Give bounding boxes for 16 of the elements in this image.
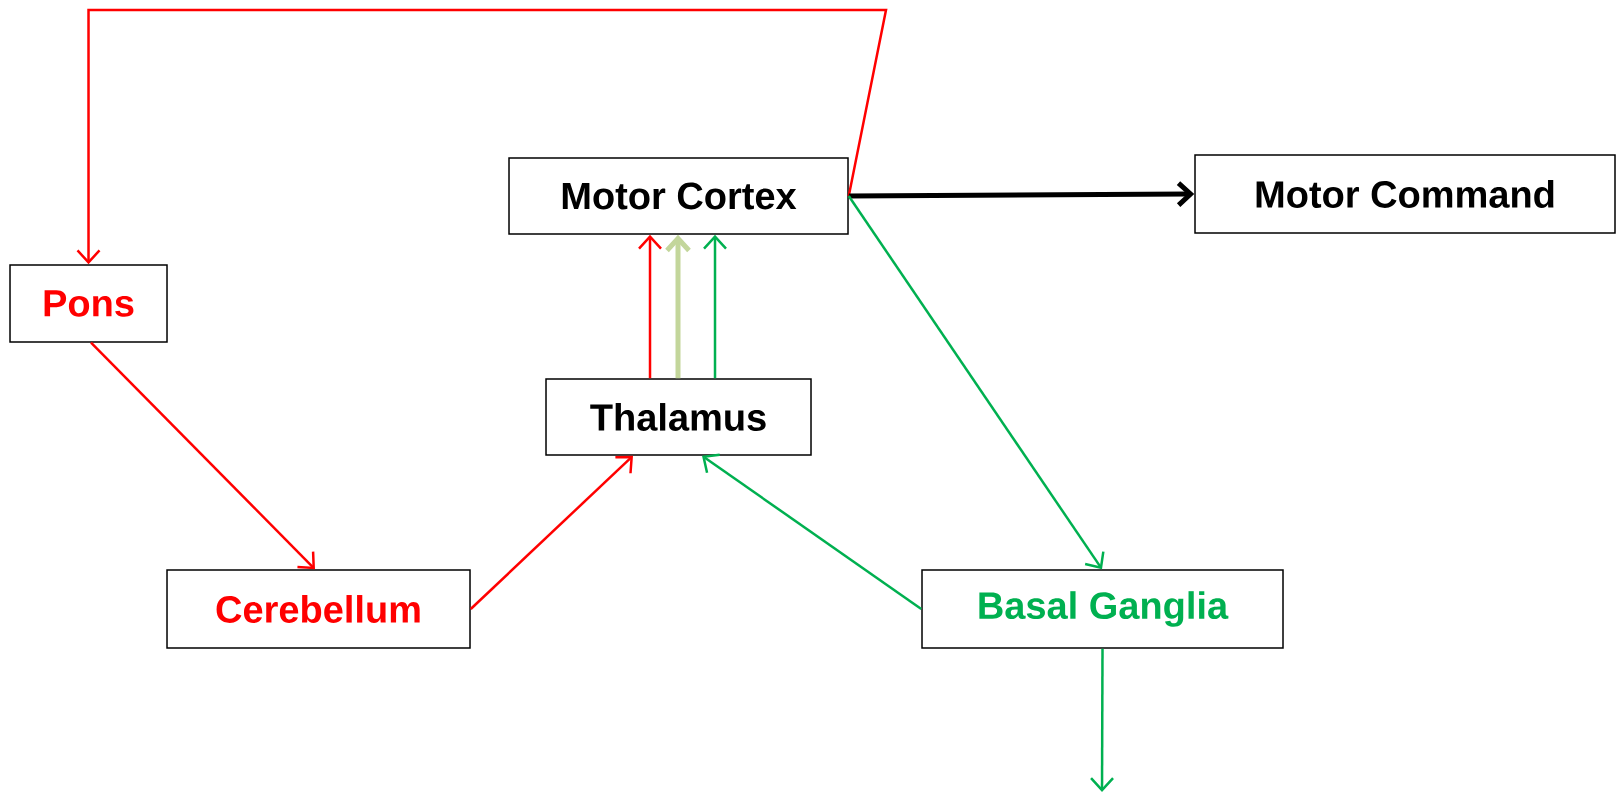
process-box: Motor Cortex	[508, 157, 849, 235]
arrow	[703, 234, 727, 379]
arrow	[638, 234, 662, 379]
arrow	[469, 455, 633, 610]
process-box: Motor Command	[1194, 154, 1616, 234]
arrow	[90, 341, 315, 570]
process-box: Basal Ganglia	[921, 569, 1284, 649]
process-box: Thalamus	[545, 378, 812, 456]
arrow	[665, 234, 691, 379]
arrow	[76, 8, 888, 265]
arrow	[1090, 648, 1114, 792]
arrow	[847, 195, 1105, 570]
arrow	[848, 181, 1195, 207]
process-box: Cerebellum	[166, 569, 471, 649]
process-box: Pons	[9, 264, 168, 343]
arrow	[702, 453, 922, 610]
